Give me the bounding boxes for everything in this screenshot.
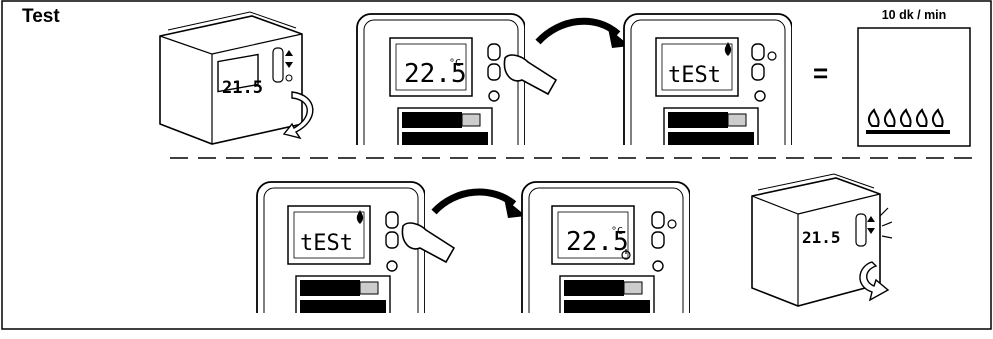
lcd-unit: °C xyxy=(611,226,623,237)
section-title: Test xyxy=(22,6,60,28)
timer-label: 10 dk / min xyxy=(858,8,970,22)
thermostat-front-test-press: tESt xyxy=(257,182,454,334)
lcd-unit: °C xyxy=(449,58,461,69)
click-lines-icon xyxy=(880,208,892,238)
thermostat-front-press: 22.5 °C xyxy=(357,14,556,174)
thermostat-perspective-open: 21.5 xyxy=(160,12,313,144)
thermostat-front-normal: 22.5 °C xyxy=(522,182,690,334)
thermostat-front-test: tESt xyxy=(624,14,792,174)
lcd-display: 21.5 xyxy=(222,78,263,98)
arrow-right-icon xyxy=(538,21,618,42)
thermostat-perspective-close: 21.5 xyxy=(752,174,892,306)
equals-sign: = xyxy=(813,58,828,89)
boiler-timer-box xyxy=(858,28,970,146)
lcd-display: tESt xyxy=(668,63,721,88)
lcd-display: 21.5 xyxy=(802,228,841,247)
lcd-display: tESt xyxy=(300,231,353,256)
arrow-right-icon xyxy=(434,192,514,212)
